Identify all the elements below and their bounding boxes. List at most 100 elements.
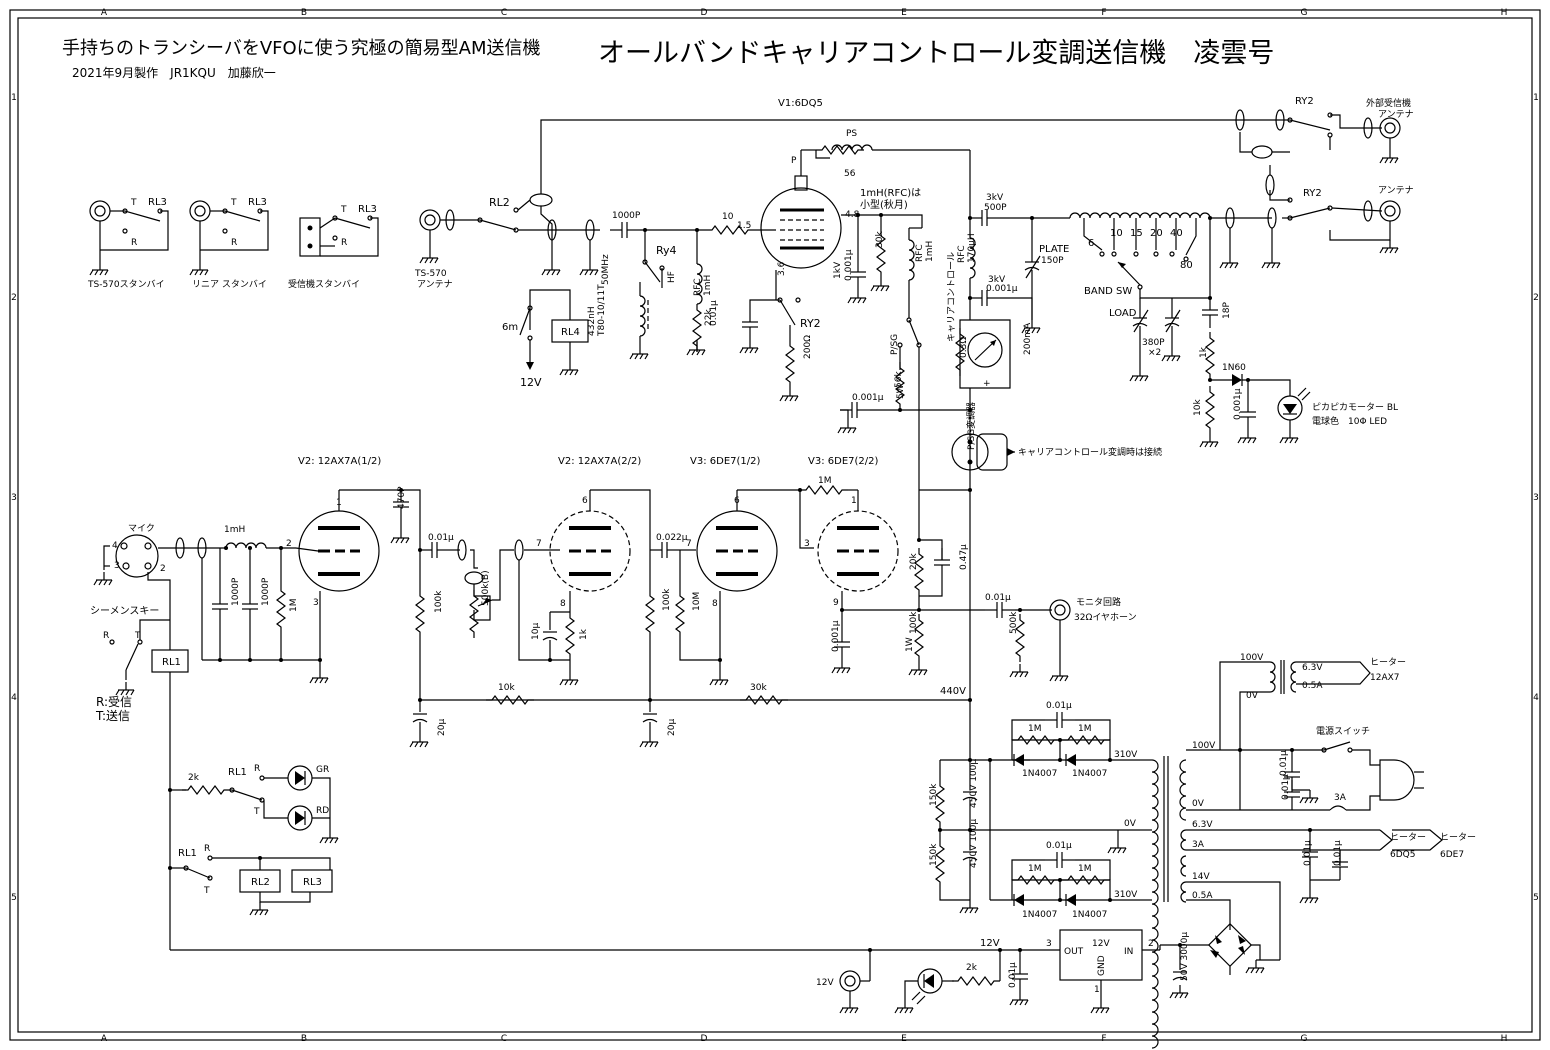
c001-ps1-label: 0.01μ bbox=[1046, 701, 1072, 711]
heater-6dq5-label-1: ヒーター bbox=[1390, 832, 1426, 843]
led-label-2: 電球色 10Φ LED bbox=[1312, 415, 1387, 427]
r1m-1-label: 1M bbox=[1028, 724, 1042, 734]
rl1-led-label: RL1 bbox=[228, 767, 247, 778]
v100-primary-label: 100V bbox=[1192, 741, 1216, 751]
tx-legend: T:送信 bbox=[95, 708, 130, 723]
a05-12ax7-label: 0.5A bbox=[1302, 681, 1323, 691]
row-label-5: 5 bbox=[11, 893, 17, 903]
d1n60-label: 1N60 bbox=[1222, 363, 1246, 373]
v3b-label: V3: 6DE7(2/2) bbox=[808, 456, 878, 467]
p500-label: 500P bbox=[984, 203, 1007, 213]
c022-label: 0.022μ bbox=[656, 533, 688, 543]
r22k-label: 22k bbox=[704, 309, 714, 326]
rx-legend: R:受信 bbox=[96, 695, 132, 709]
reg-12v-label: 12V bbox=[1092, 939, 1110, 949]
b-plus-440v-label: 440V bbox=[940, 686, 966, 697]
v3a-pin6: 6 bbox=[734, 496, 740, 506]
rl1-relay-r-label: R bbox=[204, 844, 210, 854]
c001-12v-label: 0.01μ bbox=[1008, 962, 1018, 988]
col-label-f-bottom: F bbox=[1101, 1034, 1106, 1044]
diode-1-label: 1N4007 bbox=[1022, 769, 1057, 779]
r10-label: 10 bbox=[722, 212, 734, 222]
col-label-f: F bbox=[1101, 8, 1106, 18]
key-section: シーメンスキー R T R:受信 T:送信 RL1 2k RL1 R T GR … bbox=[90, 606, 1060, 951]
band-15-label: 15 bbox=[1130, 228, 1143, 239]
rfc-label: RFC bbox=[693, 278, 703, 296]
r1m-2-label: 1M bbox=[1078, 724, 1092, 734]
r500k-monitor-label: 500k bbox=[1009, 611, 1019, 634]
v2b-pin6: 6 bbox=[582, 496, 588, 506]
rf-section: TS-570 アンテナ RL2 1000P Ry4 50MHz HF 432nH bbox=[414, 96, 1414, 490]
rl2-label: RL2 bbox=[489, 196, 510, 209]
standby-relays: T RL3 R TS-570スタンバイ T RL3 R リニア スタンバイ T … bbox=[87, 197, 379, 290]
rx-antenna-jack bbox=[1379, 117, 1401, 139]
c001-mains-2-label: 0.01μ bbox=[1281, 774, 1291, 800]
band-20-label: 20 bbox=[1150, 228, 1163, 239]
standby-label-linear: リニア スタンバイ bbox=[192, 279, 267, 290]
pin36-label: 3.6 bbox=[777, 261, 787, 276]
rl3-label-3: RL3 bbox=[358, 204, 377, 215]
rl3-label-2: RL3 bbox=[248, 197, 267, 208]
uh170-label: 170μH bbox=[967, 233, 977, 263]
row-label-5-right: 5 bbox=[1533, 893, 1539, 903]
meter-plus-label: + bbox=[983, 379, 991, 389]
rfc-small-label: RFC bbox=[915, 244, 925, 262]
c001-v2a-label: 0.01μ bbox=[428, 533, 454, 543]
c001-heater-1-label: 0.01μ bbox=[1303, 840, 1313, 866]
r20k-label: 20k bbox=[909, 553, 919, 570]
p150-label: 150P bbox=[1041, 256, 1064, 266]
col-label-e: E bbox=[901, 8, 907, 18]
coil-t80-label: T80-10/11T bbox=[597, 284, 607, 337]
c001-v3b-label: 0.001μ bbox=[831, 620, 841, 652]
c001c-label: 0.001μ bbox=[986, 284, 1018, 294]
dc12v-label: 12V bbox=[816, 978, 834, 988]
w5-label: 5W bbox=[896, 384, 906, 399]
rl3-r-label-2: R bbox=[231, 238, 237, 248]
col-label-c-bottom: C bbox=[501, 1034, 507, 1044]
rl3-r-label-1: R bbox=[131, 238, 137, 248]
ry2-rx-label: RY2 bbox=[1295, 96, 1314, 107]
frame-column-labels: A B C D E F G H A B C D E F G H bbox=[101, 8, 1507, 1044]
mic-connector bbox=[115, 534, 159, 578]
c1000p-a-label: 1000P bbox=[231, 577, 241, 606]
reg-pin1-label: 1 bbox=[1094, 985, 1100, 995]
ry2-label: RY2 bbox=[800, 317, 821, 330]
c20u-a-label: 20μ bbox=[437, 719, 447, 736]
rx-antenna-label-2: アンテナ bbox=[1378, 109, 1414, 120]
mic-pin3: 3 bbox=[114, 561, 120, 571]
row-label-3: 3 bbox=[11, 493, 17, 503]
c1000p-label: 1000P bbox=[612, 211, 641, 221]
rfc170-label: RFC bbox=[957, 245, 967, 263]
c20u-b-label: 20μ bbox=[667, 719, 677, 736]
dc12v-jack bbox=[839, 970, 861, 992]
audio-section: V2: 12AX7A(1/2) V2: 12AX7A(2/2) V3: 6DE7… bbox=[93, 456, 1137, 760]
c001-ps2-label: 0.01μ bbox=[1046, 841, 1072, 851]
rl1-coil-label: RL1 bbox=[162, 657, 181, 668]
a3-heater-label: 3A bbox=[1192, 840, 1205, 850]
c470p-label: 470P bbox=[397, 486, 407, 509]
heater-6de7-label-1: ヒーター bbox=[1440, 832, 1476, 843]
r1k-label: 1k bbox=[1199, 346, 1209, 358]
v1-label: V1:6DQ5 bbox=[778, 98, 823, 109]
v3a-label: V3: 6DE7(1/2) bbox=[690, 456, 760, 467]
r10k-label: 10k bbox=[1193, 399, 1203, 416]
col-label-h-bottom: H bbox=[1501, 1034, 1508, 1044]
c100u-1-label: 450V 100μ bbox=[969, 759, 979, 808]
r1k-v2b-label: 1k bbox=[579, 628, 589, 640]
ts570-antenna-label: アンテナ bbox=[417, 279, 453, 290]
coil-432nh-label: 432nH bbox=[587, 306, 597, 336]
w1-label: 1W bbox=[905, 637, 915, 652]
v3b-pin9: 9 bbox=[833, 598, 839, 608]
rl3-t-label-1: T bbox=[130, 198, 137, 208]
v0-ps-label: 0V bbox=[1124, 819, 1137, 829]
c10u-label: 10μ bbox=[531, 623, 541, 640]
x2-label: ×2 bbox=[1148, 348, 1161, 358]
c1000p-b-label: 1000P bbox=[261, 577, 271, 606]
r56-label: 56 bbox=[844, 169, 856, 179]
col-label-a-bottom: A bbox=[101, 1034, 108, 1044]
v2a-pin1: 1 bbox=[336, 498, 342, 508]
row-label-1: 1 bbox=[11, 93, 17, 103]
fuse-3a-label: 3A bbox=[1334, 793, 1347, 803]
r1m-4-label: 1M bbox=[1078, 864, 1092, 874]
